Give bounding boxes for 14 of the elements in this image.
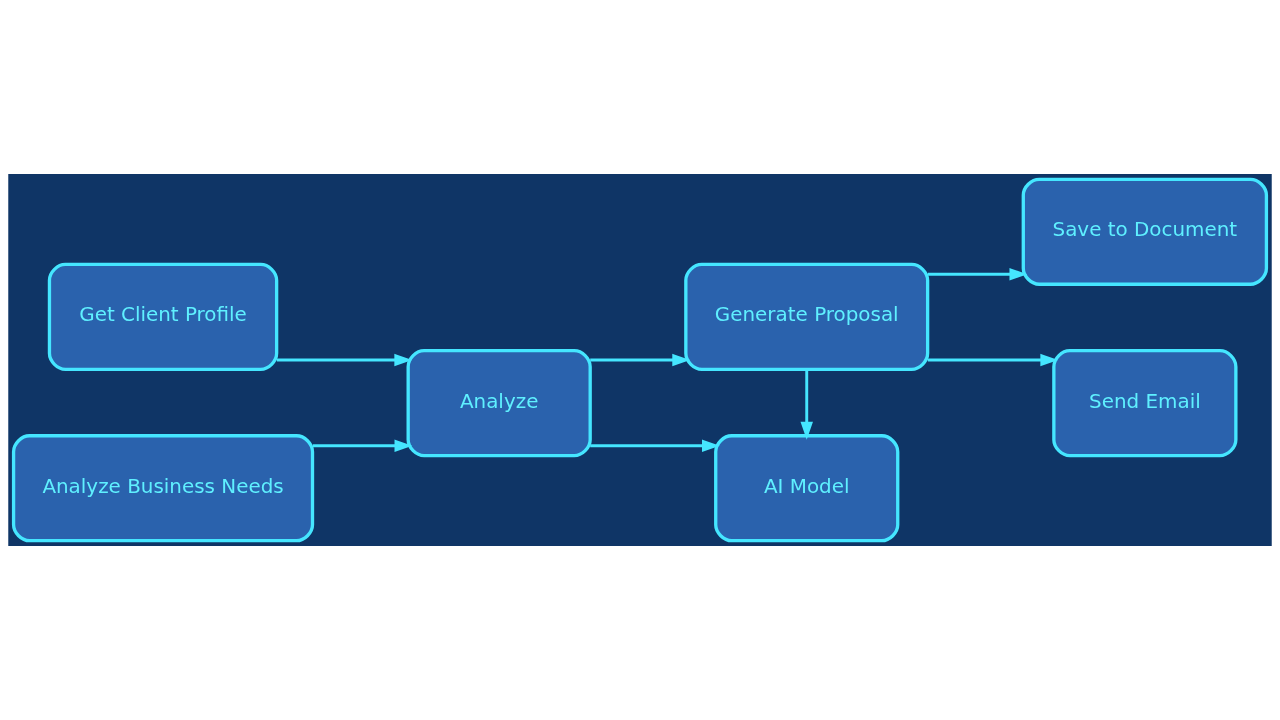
node-box: Analyze Business Needs <box>11 434 315 543</box>
arrow <box>590 439 720 452</box>
node-box: Analyze <box>406 349 592 458</box>
arrow <box>800 369 813 440</box>
node-box: Send Email <box>1052 349 1238 458</box>
arrow <box>312 439 413 452</box>
node-box: Generate Proposal <box>684 262 930 371</box>
node-box: AI Model <box>714 434 900 543</box>
node-box: Get Client Profile <box>47 262 279 371</box>
arrow <box>927 353 1059 367</box>
arrow <box>590 353 691 367</box>
arrow <box>927 268 1028 281</box>
node-box: Save to Document <box>1021 177 1269 286</box>
arrow <box>276 353 413 367</box>
